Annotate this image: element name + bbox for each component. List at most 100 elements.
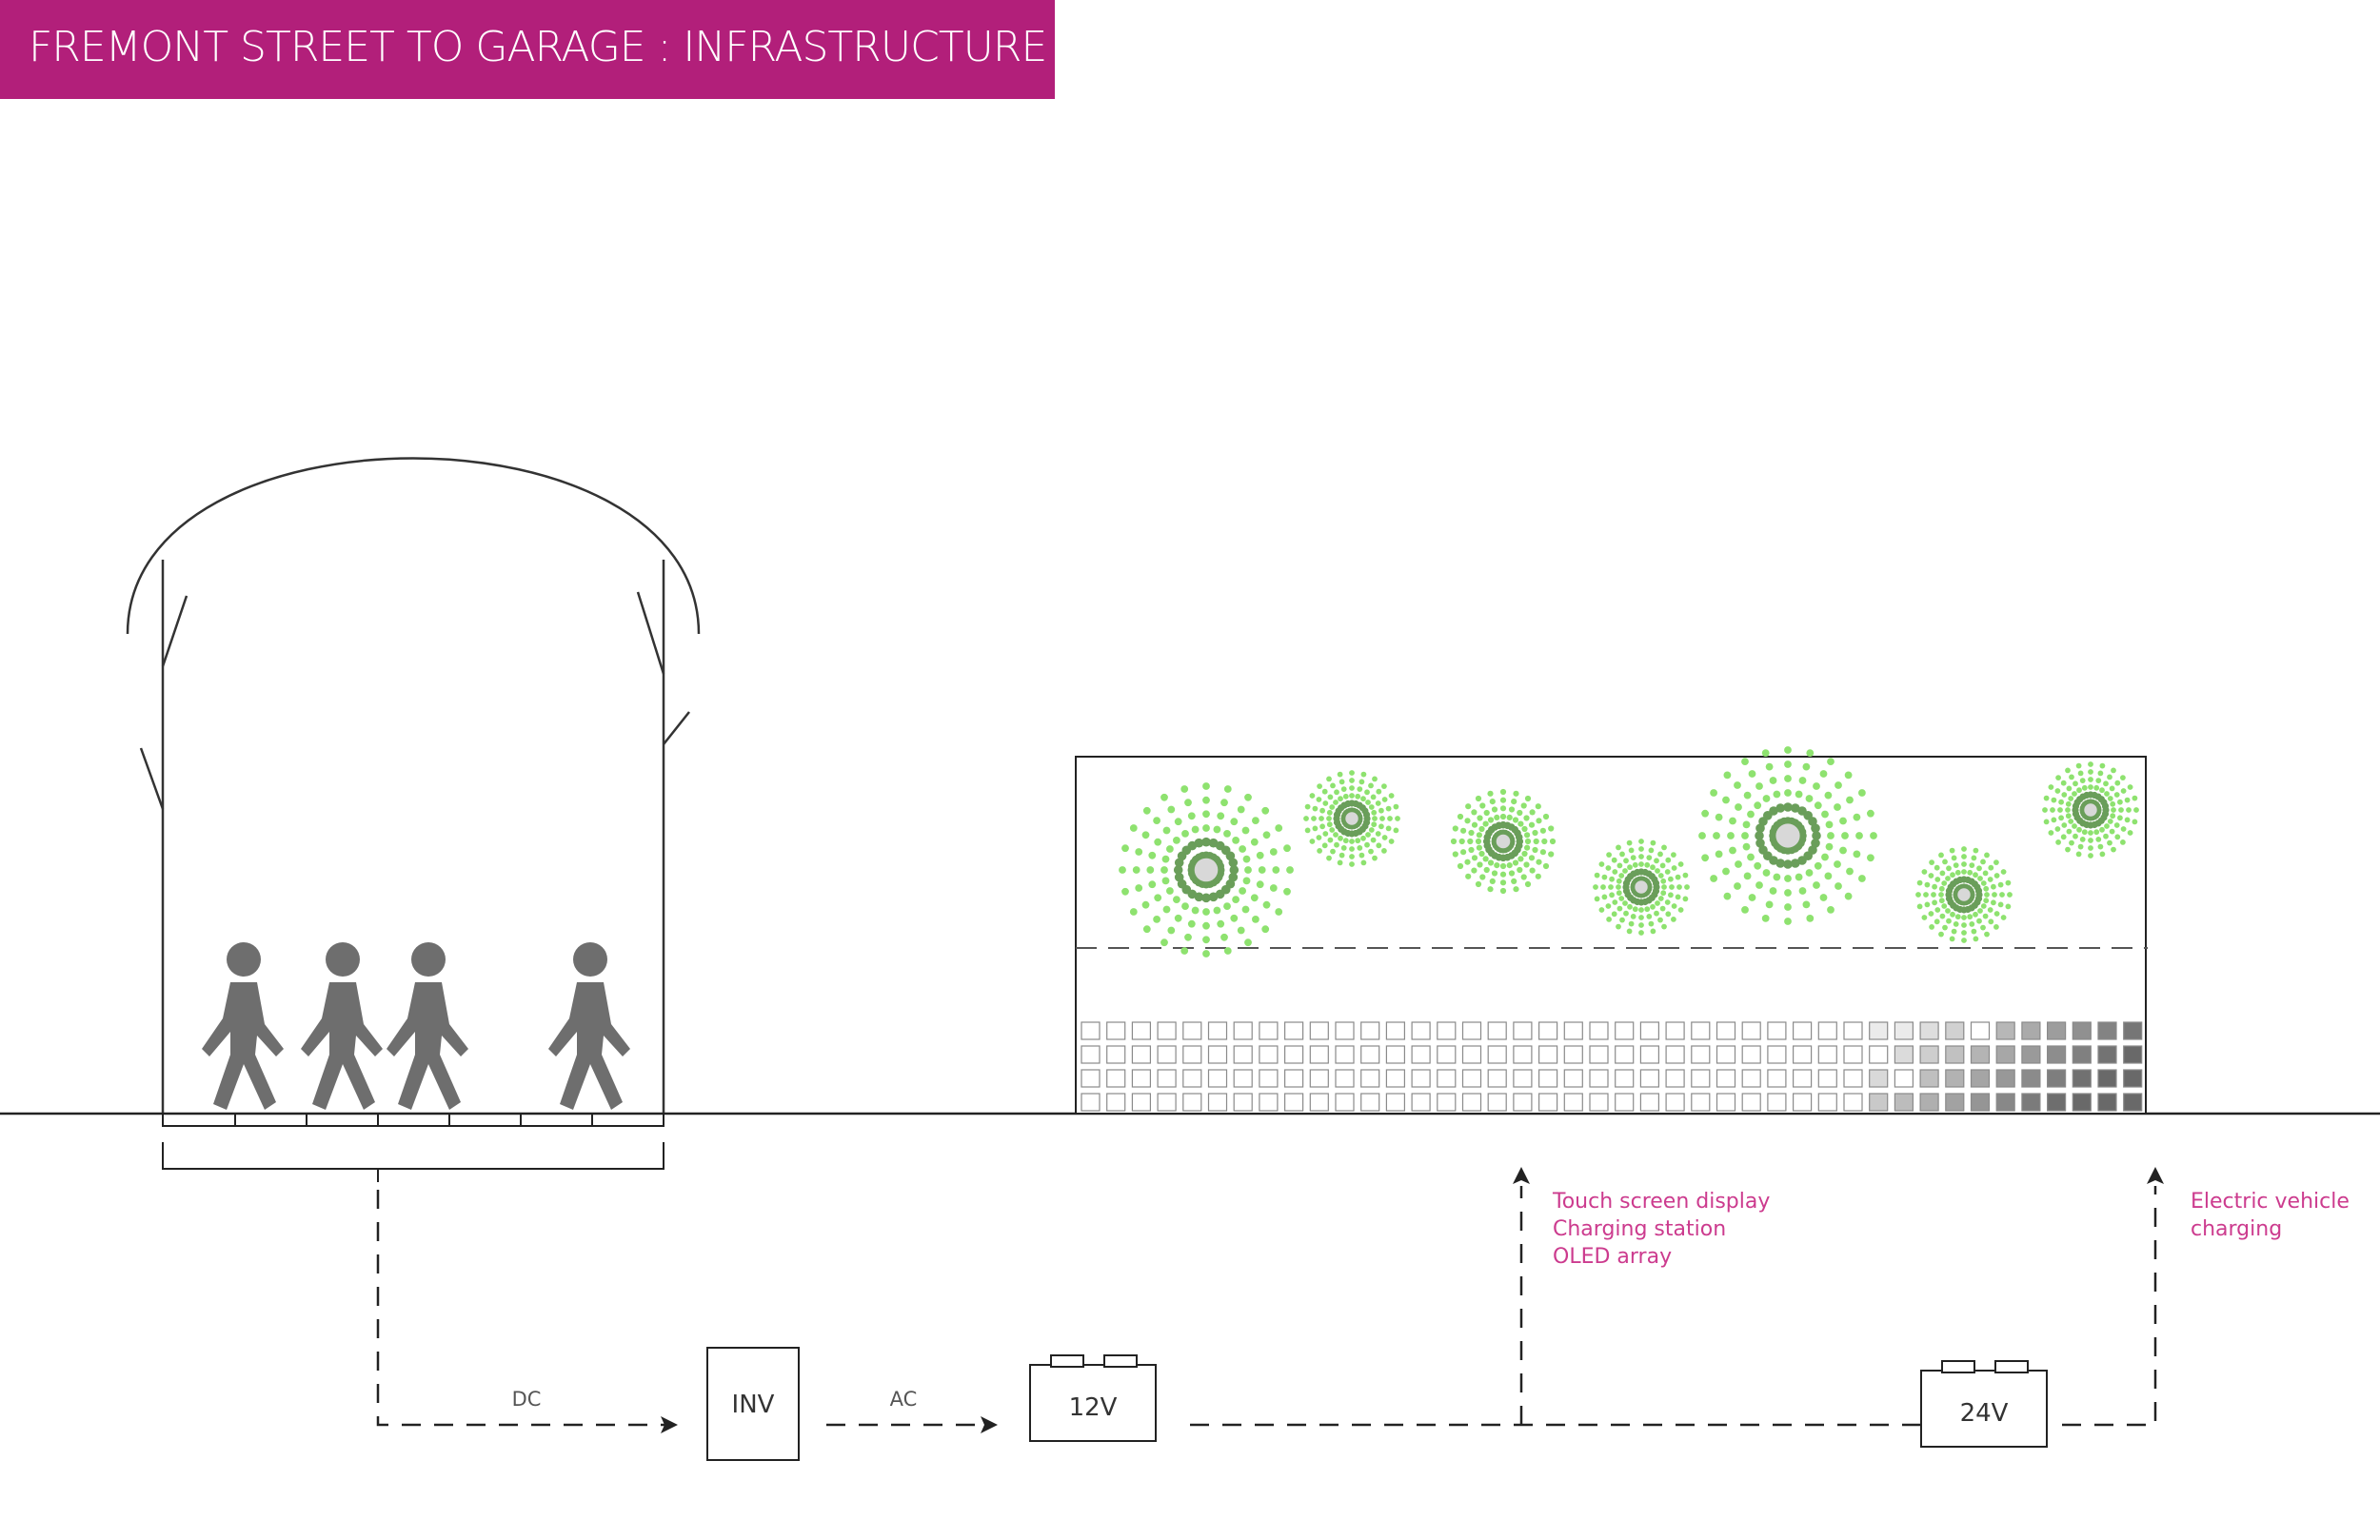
oled-cell <box>1615 1093 1635 1112</box>
oled-cell <box>1233 1021 1253 1040</box>
oled-cell <box>1461 1069 1482 1088</box>
oled-cell <box>1487 1069 1507 1088</box>
walking-person-icon <box>301 942 383 1110</box>
oled-cell <box>1919 1021 1939 1040</box>
battery-24v: 24V <box>1920 1360 2048 1448</box>
oled-array <box>1081 1021 2143 1112</box>
oled-cell <box>1335 1045 1355 1064</box>
oled-cell <box>1537 1021 1558 1040</box>
firework-burst <box>2042 761 2139 859</box>
battery-12v: 12V <box>1029 1354 1157 1442</box>
oled-cell <box>1131 1021 1152 1040</box>
oled-cell <box>1437 1045 1457 1064</box>
oled-cell <box>2021 1045 2041 1064</box>
display-uses-annotation: Touch screen display Charging station OL… <box>1553 1188 1770 1271</box>
oled-cell <box>2072 1021 2092 1040</box>
oled-cell <box>1157 1045 1177 1064</box>
oled-cell <box>1385 1069 1406 1088</box>
oled-cell <box>1283 1021 1304 1040</box>
oled-cell <box>1437 1069 1457 1088</box>
oled-cell <box>2072 1093 2092 1112</box>
annotation-charging-station: Charging station <box>1553 1217 1727 1241</box>
oled-cell <box>1513 1093 1533 1112</box>
canopy-arch <box>126 457 701 635</box>
oled-cell <box>1081 1045 1101 1064</box>
oled-cell <box>1615 1069 1635 1088</box>
oled-cell <box>1919 1045 1939 1064</box>
oled-cell <box>1461 1045 1482 1064</box>
firework-pattern <box>1119 746 2139 958</box>
oled-cell <box>1513 1021 1533 1040</box>
oled-cell <box>1385 1045 1406 1064</box>
oled-cell <box>2072 1069 2092 1088</box>
walking-person-icon <box>548 942 630 1110</box>
oled-cell <box>1259 1021 1279 1040</box>
oled-cell <box>1639 1021 1660 1040</box>
oled-cell <box>1639 1045 1660 1064</box>
oled-cell <box>1970 1045 1991 1064</box>
oled-cell <box>1589 1069 1609 1088</box>
oled-cell <box>1283 1093 1304 1112</box>
arrowhead-icon <box>661 1416 678 1433</box>
oled-cell <box>1131 1069 1152 1088</box>
oled-cell <box>1995 1069 2015 1088</box>
energy-floor-tiles <box>162 1113 664 1182</box>
oled-cell <box>1207 1045 1228 1064</box>
oled-cell <box>1945 1045 1965 1064</box>
oled-cell <box>1513 1045 1533 1064</box>
oled-cell <box>1563 1093 1583 1112</box>
inverter-label: INV <box>732 1391 775 1419</box>
oled-cell <box>1081 1093 1101 1112</box>
annotation-ev: Electric vehicle <box>2191 1190 2350 1214</box>
oled-cell <box>1487 1021 1507 1040</box>
oled-cell <box>1411 1069 1431 1088</box>
oled-cell <box>1233 1093 1253 1112</box>
oled-cell <box>1995 1045 2015 1064</box>
oled-cell <box>1792 1093 1813 1112</box>
inverter-box: INV <box>706 1347 800 1461</box>
oled-cell <box>1487 1093 1507 1112</box>
dc-line <box>376 1190 666 1427</box>
oled-cell <box>1537 1045 1558 1064</box>
oled-cell <box>1843 1021 1863 1040</box>
oled-cell <box>1309 1069 1329 1088</box>
dc-label: DC <box>512 1388 542 1411</box>
oled-cell <box>1792 1069 1813 1088</box>
oled-cell <box>1335 1069 1355 1088</box>
oled-cell <box>1461 1021 1482 1040</box>
oled-cell <box>1615 1045 1635 1064</box>
oled-cell <box>1157 1093 1177 1112</box>
oled-cell <box>1335 1021 1355 1040</box>
firework-burst <box>1698 746 1877 925</box>
oled-cell <box>1945 1093 1965 1112</box>
oled-cell <box>1437 1021 1457 1040</box>
oled-cell <box>1411 1093 1431 1112</box>
oled-cell <box>1461 1093 1482 1112</box>
title-bar: FREMONT STREET TO GARAGE : INFRASTRUCTUR… <box>0 0 1055 99</box>
oled-cell <box>1741 1093 1761 1112</box>
power-flow <box>376 1186 2157 1427</box>
arrowhead-icon <box>1513 1167 1530 1184</box>
oled-cell <box>2021 1093 2041 1112</box>
annotation-oled-array: OLED array <box>1553 1245 1673 1269</box>
oled-cell <box>1919 1093 1939 1112</box>
ev-uses-annotation: Electric vehicle charging <box>2191 1188 2350 1243</box>
oled-cell <box>1869 1045 1889 1064</box>
oled-cell <box>1437 1093 1457 1112</box>
oled-cell <box>1741 1021 1761 1040</box>
oled-cell <box>1207 1093 1228 1112</box>
oled-cell <box>2047 1093 2067 1112</box>
oled-cell <box>1639 1069 1660 1088</box>
oled-cell <box>1691 1093 1711 1112</box>
oled-cell <box>1767 1069 1787 1088</box>
oled-cell <box>1106 1069 1126 1088</box>
oled-cell <box>1615 1021 1635 1040</box>
oled-cell <box>2123 1045 2143 1064</box>
oled-cell <box>1411 1021 1431 1040</box>
oled-cell <box>1182 1045 1202 1064</box>
page-title: FREMONT STREET TO GARAGE : INFRASTRUCTUR… <box>29 23 1047 71</box>
oled-cell <box>1259 1093 1279 1112</box>
oled-cell <box>1309 1045 1329 1064</box>
oled-cell <box>1360 1093 1380 1112</box>
firework-burst <box>1593 839 1690 936</box>
